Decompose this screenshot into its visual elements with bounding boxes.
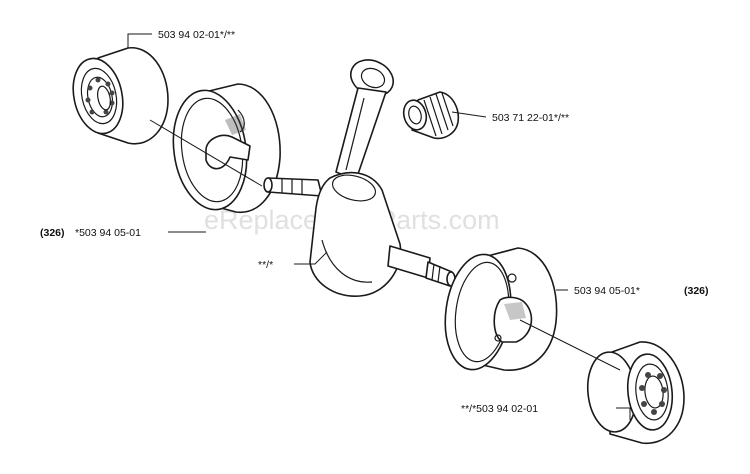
crankshaft-assembly bbox=[263, 59, 456, 297]
callout-half-left-ref: (326) bbox=[40, 227, 65, 239]
ball-bearing-bottom bbox=[586, 341, 685, 444]
callout-bearing-bottom: **/*503 94 02-01 bbox=[461, 403, 538, 415]
callout-crankshaft: **/* bbox=[258, 259, 273, 271]
crank-half-right bbox=[444, 247, 558, 371]
callout-bearing-top: 503 94 02-01*/** bbox=[158, 29, 235, 41]
needle-bearing bbox=[402, 91, 460, 140]
callout-needle-bearing: 503 71 22-01*/** bbox=[492, 112, 569, 124]
leader-lines bbox=[127, 33, 631, 420]
crank-half-left bbox=[172, 83, 281, 214]
ball-bearing-top bbox=[72, 47, 169, 145]
callout-half-left-part: *503 94 05-01 bbox=[75, 227, 141, 239]
callout-half-right-ref: (326) bbox=[684, 285, 709, 297]
callout-half-right-part: 503 94 05-01* bbox=[574, 285, 640, 297]
